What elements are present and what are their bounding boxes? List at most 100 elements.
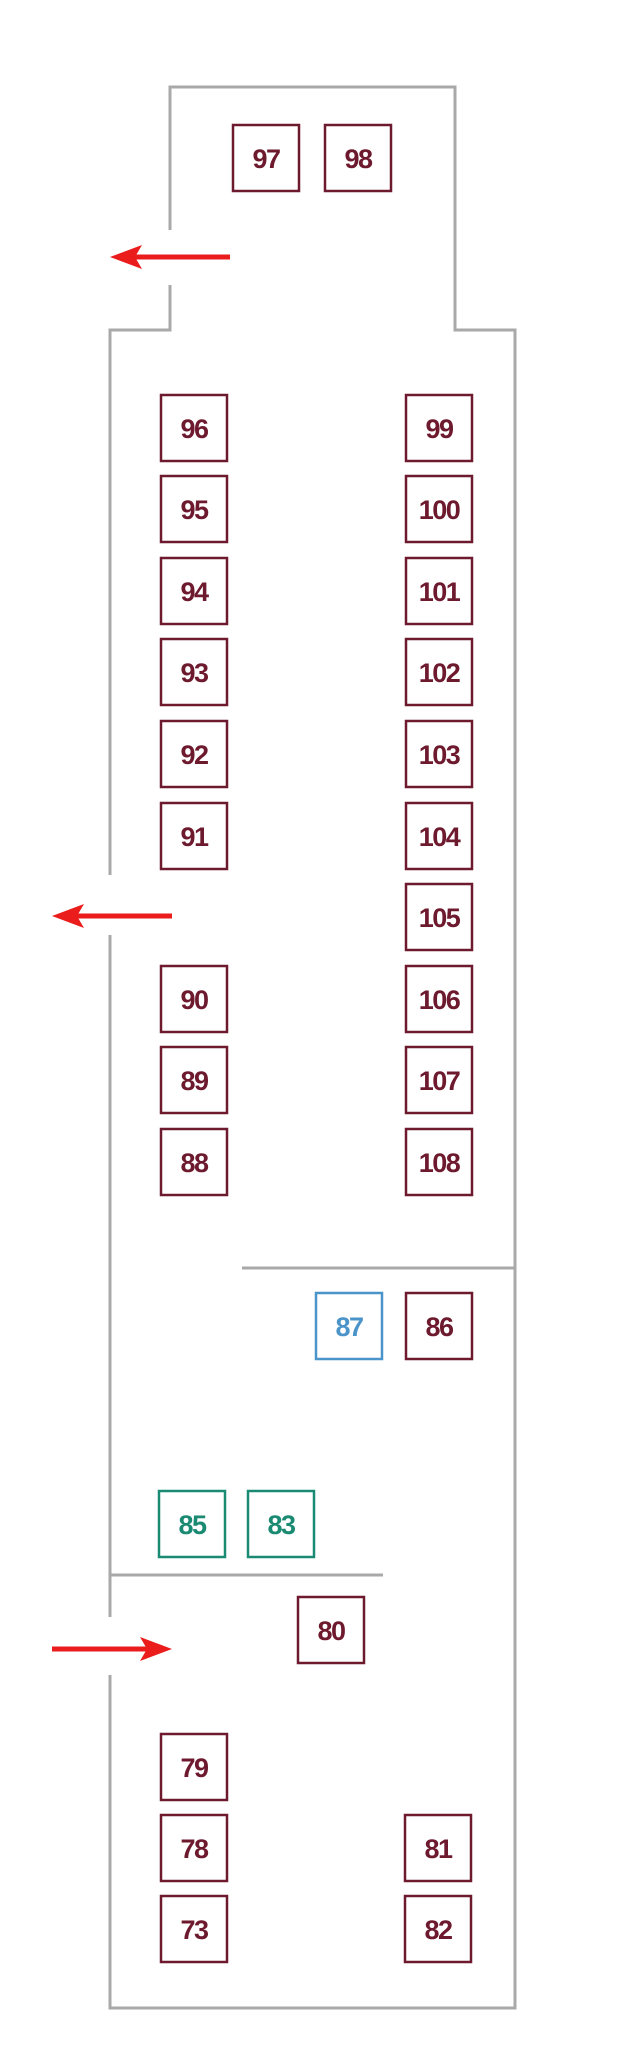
upper-left-wall (108, 85, 517, 2010)
stall-box (159, 1045, 229, 1115)
stall-number: 87 (335, 1312, 363, 1342)
stall[interactable]: 104 (404, 801, 474, 871)
stall-box (159, 801, 229, 871)
stall-number: 73 (180, 1915, 209, 1945)
walls (108, 85, 517, 2010)
stall-box (404, 474, 474, 544)
stall-box (404, 637, 474, 707)
stall-box (404, 1127, 474, 1197)
stall-box (159, 1894, 229, 1964)
stall-box (159, 474, 229, 544)
stall[interactable]: 106 (404, 964, 474, 1034)
stall-number: 94 (180, 577, 209, 607)
stall-box (296, 1595, 366, 1665)
stall[interactable]: 94 (159, 556, 229, 626)
stalls: 97 98 96 95 94 93 92 91 (157, 123, 474, 1964)
stall-box (159, 1813, 229, 1883)
stall-box (159, 964, 229, 1034)
entrance-arrow-right (52, 1637, 172, 1661)
stall-number: 105 (419, 903, 461, 933)
stall[interactable]: 91 (159, 801, 229, 871)
stall-number: 89 (180, 1066, 209, 1096)
stall-box (159, 719, 229, 789)
exit-arrow-left (52, 904, 172, 928)
stall-number: 81 (424, 1834, 453, 1864)
stall-number: 85 (178, 1510, 207, 1540)
stall[interactable]: 81 (403, 1813, 473, 1883)
stall[interactable]: 97 (231, 123, 301, 193)
stall-number: 88 (180, 1148, 209, 1178)
stall-number: 107 (419, 1066, 460, 1096)
stall[interactable]: 88 (159, 1127, 229, 1197)
arrow-left-icon (52, 904, 84, 928)
stall-number: 95 (180, 495, 209, 525)
stall-box (403, 1813, 473, 1883)
stall-box (159, 393, 229, 463)
stall[interactable]: 80 (296, 1595, 366, 1665)
stall[interactable]: 92 (159, 719, 229, 789)
stall-box (159, 1127, 229, 1197)
stall-number: 100 (419, 495, 460, 525)
stall-number: 80 (317, 1616, 345, 1646)
exit-arrow-left (110, 245, 230, 269)
stall[interactable]: 101 (404, 556, 474, 626)
stall-number: 78 (180, 1834, 209, 1864)
stall[interactable]: 85 (157, 1489, 227, 1559)
stall-number: 86 (425, 1312, 454, 1342)
stall[interactable]: 87 (314, 1291, 384, 1361)
stall-box (404, 964, 474, 1034)
stall-number: 104 (419, 822, 461, 852)
stall-box (157, 1489, 227, 1559)
annex-lower-left-wall (108, 285, 172, 875)
stall[interactable]: 82 (403, 1894, 473, 1964)
stall[interactable]: 107 (404, 1045, 474, 1115)
stall-box (314, 1291, 384, 1361)
stall[interactable]: 83 (246, 1489, 316, 1559)
stall-box (404, 1291, 474, 1361)
stall[interactable]: 86 (404, 1291, 474, 1361)
stall-box (231, 123, 301, 193)
arrow-right-icon (140, 1637, 172, 1661)
stall-number: 99 (425, 414, 454, 444)
stall-number: 97 (252, 144, 280, 174)
stall[interactable]: 90 (159, 964, 229, 1034)
stall-box (404, 393, 474, 463)
arrow-left-icon (110, 245, 142, 269)
stall-number: 103 (419, 740, 461, 770)
stall[interactable]: 78 (159, 1813, 229, 1883)
stall-number: 101 (419, 577, 461, 607)
arrows (52, 245, 230, 1661)
stall-box (159, 556, 229, 626)
stall-box (159, 637, 229, 707)
stall-number: 92 (180, 740, 208, 770)
stall-box (404, 1045, 474, 1115)
stall-number: 106 (419, 985, 461, 1015)
stall-box (246, 1489, 316, 1559)
stall-box (159, 1732, 229, 1802)
stall-box (404, 719, 474, 789)
stall-number: 108 (419, 1148, 461, 1178)
stall[interactable]: 89 (159, 1045, 229, 1115)
stall[interactable]: 96 (159, 393, 229, 463)
stall[interactable]: 105 (404, 882, 474, 952)
stall-box (403, 1894, 473, 1964)
stall[interactable]: 95 (159, 474, 229, 544)
stall[interactable]: 99 (404, 393, 474, 463)
stall[interactable]: 73 (159, 1894, 229, 1964)
stall-number: 79 (180, 1753, 209, 1783)
stall-number: 96 (180, 414, 209, 444)
stall-number: 98 (344, 144, 373, 174)
stall[interactable]: 108 (404, 1127, 474, 1197)
stall[interactable]: 103 (404, 719, 474, 789)
stall[interactable]: 79 (159, 1732, 229, 1802)
stall-number: 90 (180, 985, 208, 1015)
stall[interactable]: 102 (404, 637, 474, 707)
stall-box (323, 123, 393, 193)
stall-box (404, 801, 474, 871)
stall-box (404, 556, 474, 626)
stall[interactable]: 100 (404, 474, 474, 544)
stall[interactable]: 98 (323, 123, 393, 193)
stall[interactable]: 93 (159, 637, 229, 707)
stall-number: 91 (180, 822, 209, 852)
